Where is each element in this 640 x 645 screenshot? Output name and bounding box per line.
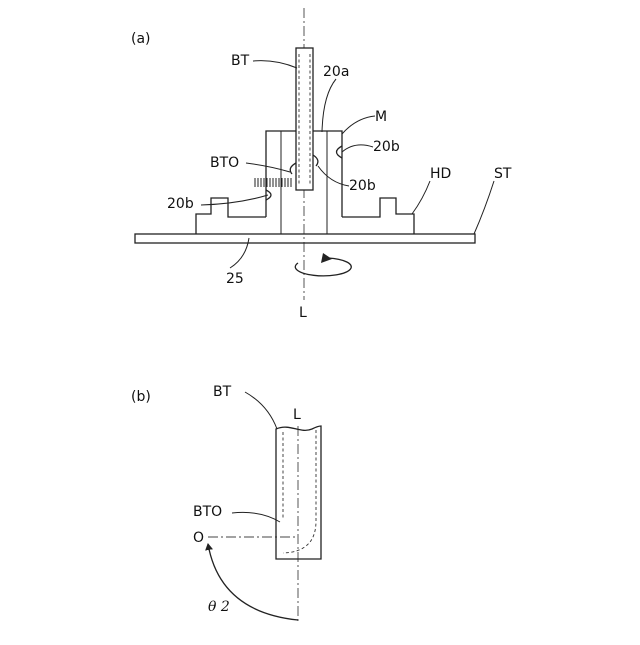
leader-hd xyxy=(412,181,430,214)
base-step-right-hd xyxy=(342,198,414,234)
label-m: M xyxy=(375,109,387,125)
leader-bt-b xyxy=(245,392,277,429)
clip-hook-center-right xyxy=(313,155,318,166)
opening-bto-hatch xyxy=(255,178,291,187)
label-theta2: θ 2 xyxy=(208,599,230,615)
panel-label-b: (b) xyxy=(131,389,151,405)
bottle-inner-curve-b xyxy=(283,430,316,553)
leader-bto-b xyxy=(232,512,280,522)
clip-notch-right xyxy=(337,146,343,158)
leader-20b-center xyxy=(318,166,349,186)
label-bt-b: BT xyxy=(213,384,232,400)
rotation-arrow-head xyxy=(321,253,332,263)
label-20b-center: 20b xyxy=(349,178,376,194)
leader-bto xyxy=(246,163,290,172)
base-step-left xyxy=(196,198,266,234)
label-bto-b: BTO xyxy=(193,504,222,520)
leader-bt xyxy=(253,61,297,68)
label-axis-l-b: L xyxy=(293,407,301,423)
label-25: 25 xyxy=(226,271,244,287)
leader-st xyxy=(474,181,494,234)
figure-a: (a) xyxy=(131,8,512,321)
label-bto-a: BTO xyxy=(210,155,239,171)
label-st: ST xyxy=(494,166,512,182)
label-bt-a: BT xyxy=(231,53,250,69)
label-hd: HD xyxy=(430,166,451,182)
label-20b-right: 20b xyxy=(373,139,400,155)
panel-label-a: (a) xyxy=(131,31,151,47)
leader-20a xyxy=(322,79,336,132)
clip-hook-center-left xyxy=(290,163,296,174)
leader-m xyxy=(342,116,375,134)
label-20b-left: 20b xyxy=(167,196,194,212)
figure-b: (b) BT L BTO O θ 2 xyxy=(131,384,321,622)
stage-plate xyxy=(135,234,475,243)
leader-20b-right xyxy=(342,145,373,152)
bottle-bt xyxy=(296,48,313,190)
label-origin-o: O xyxy=(193,530,204,546)
label-20a: 20a xyxy=(323,64,349,80)
label-axis-l-a: L xyxy=(299,305,307,321)
